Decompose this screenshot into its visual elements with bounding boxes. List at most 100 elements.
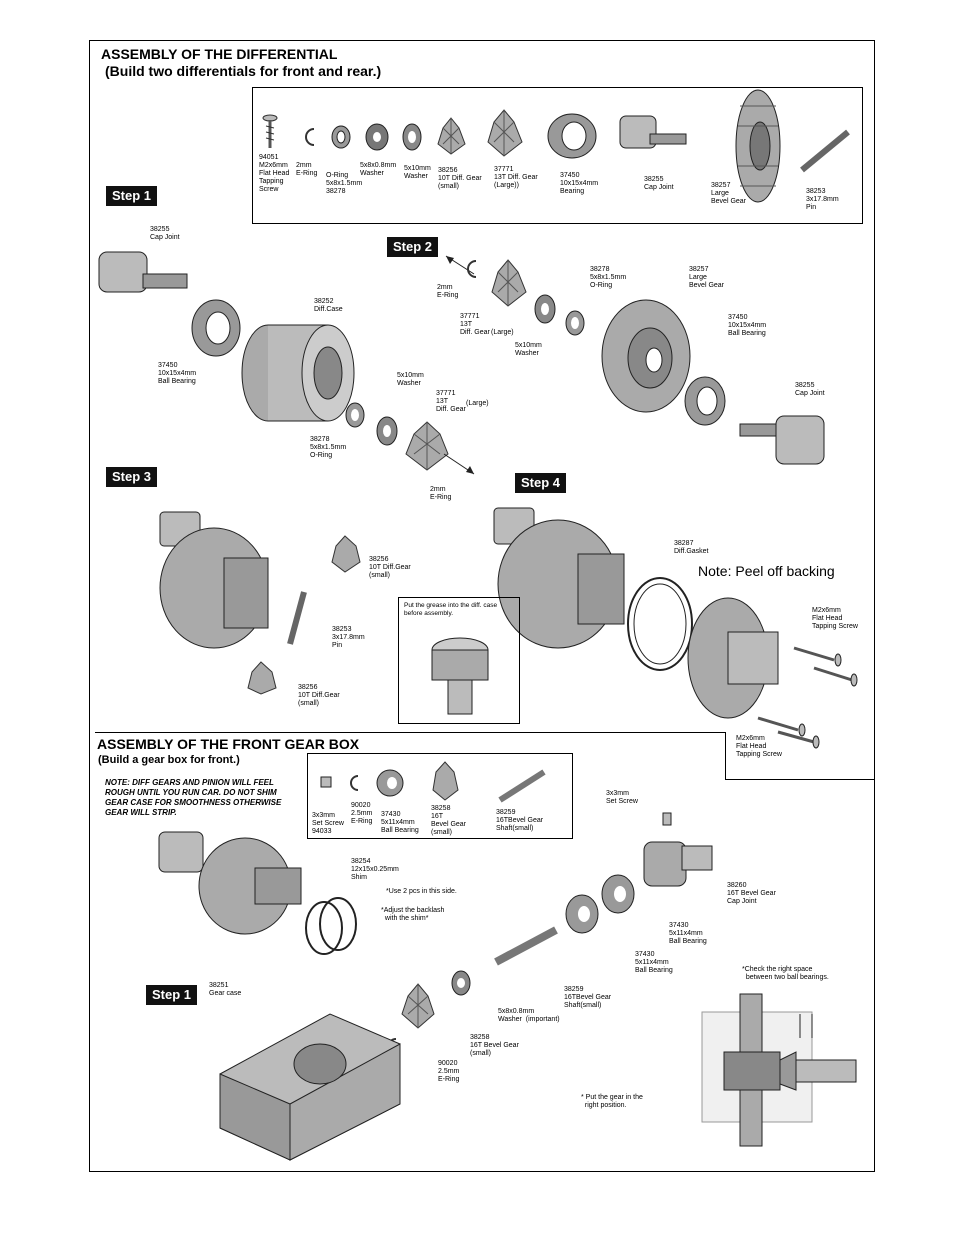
pin-icon <box>287 591 307 645</box>
small-gear-icon <box>401 983 435 1029</box>
e-ring-icon <box>305 128 315 146</box>
diff-step-3-badge: Step 3 <box>106 467 158 487</box>
diff-step-4-badge: Step 4 <box>515 473 567 493</box>
washer-icon <box>365 123 389 151</box>
washer-icon <box>451 970 471 996</box>
s2-ering-label: 2mm E-Ring <box>437 284 459 299</box>
s3-gear-top-label: 38256 10T Diff.Gear (small) <box>369 556 411 579</box>
differential-subtitle: (Build two differentials for front and r… <box>105 63 382 79</box>
gearbox-title: ASSEMBLY OF THE FRONT GEAR BOX <box>97 736 360 752</box>
shaft-icon <box>494 926 558 966</box>
washer-icon <box>534 294 556 324</box>
s2-oring-label: 38278 5x8x1.5mm O-Ring <box>590 266 627 289</box>
section-divider <box>95 732 725 733</box>
small-gear-icon <box>432 761 459 801</box>
large-gear-icon <box>405 421 449 471</box>
bearing-icon <box>191 299 241 357</box>
cap-joint-icon <box>619 115 687 149</box>
bearing-icon <box>547 113 597 159</box>
e-ring-icon <box>350 775 359 791</box>
part-label-pin: 38253 3x17.8mm Pin <box>806 188 839 211</box>
gb-backlash-label: *Adjust the backlash with the shim* <box>381 907 445 922</box>
part-label-oring: O-Ring 5x8x1.5mm 38278 <box>326 172 363 195</box>
diff-step-1-badge: Step 1 <box>106 186 158 206</box>
large-bevel-gear-icon <box>687 597 779 719</box>
cap-joint-icon <box>643 841 713 887</box>
cap-joint-icon <box>739 415 825 465</box>
s1-washer-label: 5x10mm Washer <box>397 372 424 387</box>
part-label-small-gear: 38256 10T Diff. Gear (small) <box>438 167 482 190</box>
washer-icon <box>402 123 422 151</box>
screw-icon <box>793 646 858 687</box>
part-label-large-gear: 37771 13T Diff. Gear (Large)) <box>494 166 538 189</box>
diff-case-icon <box>493 507 625 649</box>
gb-bevel-label: 38258 16T Bevel Gear (small) <box>470 1034 519 1057</box>
gb-part-setscrew-label: 3x3mm Set Screw 94033 <box>312 812 344 835</box>
o-ring-icon <box>331 125 351 149</box>
bearing-icon <box>684 376 726 426</box>
gb-use2-label: *Use 2 pcs in this side. <box>386 888 457 895</box>
washer-icon <box>376 416 398 446</box>
s1-gear-large-label: (Large) <box>466 400 489 407</box>
diff-assembly-icon <box>158 831 302 935</box>
gb-bearing1-label: 37430 5x11x4mm Ball Bearing <box>669 922 707 945</box>
page-frame <box>89 40 875 1172</box>
shim-icon <box>305 897 357 955</box>
s4-gasket-label: 38287 Diff.Gasket <box>674 540 709 555</box>
large-gear-icon <box>487 109 523 157</box>
grease-callout-box <box>398 597 520 724</box>
gearbox-step-1-badge: Step 1 <box>146 985 198 1005</box>
section-divider <box>725 732 726 779</box>
diff-case-icon <box>241 324 355 422</box>
s1-bearing-label: 37450 10x15x4mm Ball Bearing <box>158 362 197 385</box>
screw-icon <box>262 114 278 148</box>
section-divider <box>725 779 875 780</box>
gb-part-shaft-label: 38259 16TBevel Gear Shaft(small) <box>496 809 544 832</box>
set-screw-icon <box>320 776 332 788</box>
diff-case-icon <box>431 637 489 715</box>
bearing-icon <box>376 769 404 797</box>
gb-part-gear-label: 38258 16T Bevel Gear (small) <box>431 805 467 836</box>
screw-icon <box>757 716 820 749</box>
gb-shim-label: 38254 12x15x0.25mm Shim <box>351 858 399 881</box>
e-ring-icon <box>467 260 477 278</box>
part-label-cap-joint: 38255 Cap Joint <box>644 176 674 191</box>
s2-bevel-label: 38257 Large Bevel Gear <box>689 266 725 289</box>
s4-peel-note: Note: Peel off backing <box>698 563 835 579</box>
gear-case-icon <box>219 1013 401 1161</box>
s1-capjoint-label: 38255 Cap Joint <box>150 226 180 241</box>
s2-bearing-label: 37450 10x15x4mm Ball Bearing <box>728 314 767 337</box>
shaft-icon <box>498 769 546 803</box>
bearing-icon <box>601 874 635 914</box>
s2-washer-label: 5x10mm Washer <box>515 342 542 357</box>
gb-part-bearing-label: 37430 5x11x4mm Ball Bearing <box>381 811 419 834</box>
s1-oring-label: 38278 5x8x1.5mm O-Ring <box>310 436 347 459</box>
s2-gear-large-label: (Large) <box>491 329 514 336</box>
small-gear-icon <box>247 661 277 695</box>
part-label-washer-2: 5x10mm Washer <box>404 165 431 180</box>
gb-bearing2-label: 37430 5x11x4mm Ball Bearing <box>635 951 673 974</box>
gb-washer-label: 5x8x0.8mm Washer (important) <box>498 1008 560 1023</box>
s2-capjoint-label: 38255 Cap Joint <box>795 382 825 397</box>
part-label-screw: 94051 M2x6mm Flat Head Tapping Screw <box>259 154 290 193</box>
cap-joint-icon <box>98 251 188 293</box>
s4-grease-note: Put the grease into the diff. case befor… <box>404 602 498 617</box>
diff-step-2-badge: Step 2 <box>387 237 439 257</box>
gb-space-note: *Check the right space between two ball … <box>742 966 829 981</box>
part-label-bearing: 37450 10x15x4mm Bearing <box>560 172 599 195</box>
gb-position-note: * Put the gear in the right position. <box>581 1094 643 1109</box>
diff-case-icon <box>159 511 269 649</box>
gearbox-parts-box <box>307 753 573 839</box>
arrow-icon <box>443 453 475 475</box>
s3-gear-bottom-label: 38256 10T Diff.Gear (small) <box>298 684 340 707</box>
gearbox-note: NOTE: DIFF GEARS AND PINION WILL FEEL RO… <box>105 778 282 817</box>
o-ring-icon <box>345 402 365 428</box>
gasket-icon <box>627 577 693 671</box>
pin-icon <box>800 129 850 173</box>
gb-capjoint-label: 38260 16T Bevel Gear Cap Joint <box>727 882 776 905</box>
gb-ering-label: 90020 2.5mm E-Ring <box>438 1060 460 1083</box>
gb-setscrew-label: 3x3mm Set Screw <box>606 790 638 805</box>
s1-ering-label: 2mm E-Ring <box>430 486 452 501</box>
arrow-icon <box>445 255 475 275</box>
differential-title: ASSEMBLY OF THE DIFFERENTIAL <box>101 46 338 62</box>
